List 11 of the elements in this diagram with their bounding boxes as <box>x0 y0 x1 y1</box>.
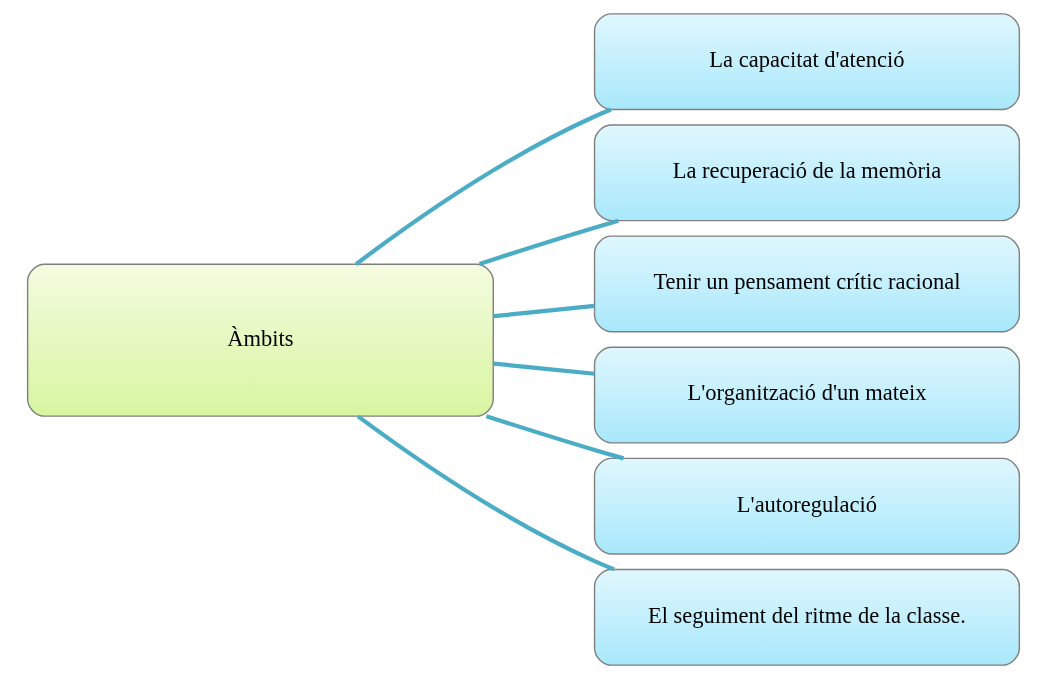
connector <box>354 107 612 266</box>
connector <box>492 361 595 376</box>
node-box: La capacitat d'atenció <box>593 13 1020 111</box>
node-box: La recuperació de la memòria <box>593 124 1020 222</box>
node-box: L'autoregulació <box>593 457 1020 555</box>
node-box: El seguiment del ritme de la classe. <box>593 568 1020 666</box>
node-box: Àmbits <box>26 263 494 417</box>
node-box: L'organització d'un mateix <box>593 346 1020 444</box>
node-box: Tenir un pensament crític racional <box>593 235 1020 333</box>
connector <box>478 218 619 267</box>
connector <box>492 303 595 319</box>
